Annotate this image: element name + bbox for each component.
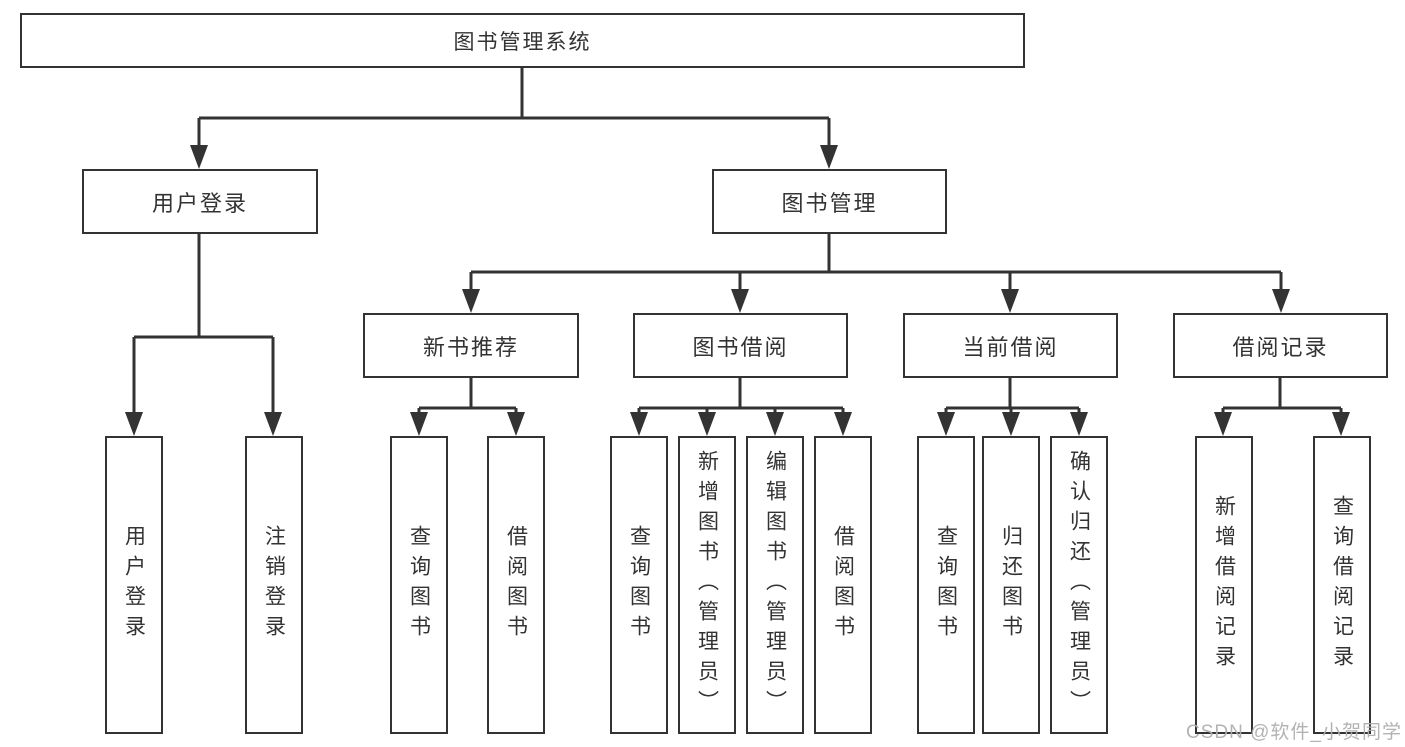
leaf-borrow-query: 查询图书 <box>610 436 668 734</box>
connector-newbook-to-children <box>417 378 518 414</box>
connector-bookmgmt-to-level3 <box>469 234 1283 292</box>
connector-borrow-to-children <box>637 378 845 414</box>
leaf-borrow-edit-admin: 编辑图书（管理员） <box>746 436 804 734</box>
leaf-logout-label: 注销登录 <box>262 525 286 645</box>
leaf-borrow-query-label: 查询图书 <box>627 525 651 645</box>
node-new-book-recommend: 新书推荐 <box>363 313 579 378</box>
leaf-current-query-label: 查询图书 <box>934 525 958 645</box>
node-current-borrow: 当前借阅 <box>903 313 1118 378</box>
leaf-newbook-query: 查询图书 <box>390 436 448 734</box>
node-book-borrow: 图书借阅 <box>633 313 848 378</box>
connector-userlogin-to-children <box>132 234 275 414</box>
leaf-borrow-edit-admin-label: 编辑图书（管理员） <box>763 450 787 720</box>
node-book-management-label: 图书管理 <box>781 190 878 216</box>
leaf-record-query: 查询借阅记录 <box>1313 436 1371 734</box>
leaf-newbook-borrow: 借阅图书 <box>487 436 545 734</box>
node-borrow-record-label: 借阅记录 <box>1232 334 1329 360</box>
leaf-logout: 注销登录 <box>245 436 303 734</box>
leaf-newbook-query-label: 查询图书 <box>407 525 431 645</box>
leaf-record-add: 新增借阅记录 <box>1195 436 1253 734</box>
node-new-book-recommend-label: 新书推荐 <box>422 334 519 360</box>
node-book-borrow-label: 图书借阅 <box>692 334 789 360</box>
connector-current-to-children <box>944 378 1081 414</box>
node-root-system-label: 图书管理系统 <box>453 30 592 54</box>
leaf-user-login-label: 用户登录 <box>122 525 146 645</box>
connector-lines <box>132 68 1343 414</box>
leaf-user-login: 用户登录 <box>105 436 163 734</box>
leaf-record-add-label: 新增借阅记录 <box>1212 495 1236 675</box>
leaf-newbook-borrow-label: 借阅图书 <box>504 525 528 645</box>
connector-record-to-children <box>1221 378 1343 414</box>
leaf-borrow-book: 借阅图书 <box>814 436 872 734</box>
leaf-borrow-book-label: 借阅图书 <box>831 525 855 645</box>
leaf-return-book: 归还图书 <box>982 436 1040 734</box>
arrowhead-down-icons <box>125 145 1350 436</box>
csdn-watermark: CSDN @软件_小贺同学 <box>1186 722 1402 743</box>
node-root-system: 图书管理系统 <box>20 13 1025 68</box>
node-borrow-record: 借阅记录 <box>1173 313 1388 378</box>
leaf-borrow-add-admin-label: 新增图书（管理员） <box>695 450 719 720</box>
leaf-return-book-label: 归还图书 <box>999 525 1023 645</box>
leaf-confirm-return-admin: 确认归还（管理员） <box>1050 436 1108 734</box>
leaf-confirm-return-admin-label: 确认归还（管理员） <box>1067 450 1091 720</box>
node-book-management: 图书管理 <box>712 169 947 234</box>
node-current-borrow-label: 当前借阅 <box>962 334 1059 360</box>
node-user-login: 用户登录 <box>82 169 318 234</box>
leaf-borrow-add-admin: 新增图书（管理员） <box>678 436 736 734</box>
node-user-login-label: 用户登录 <box>151 190 248 216</box>
leaf-current-query: 查询图书 <box>917 436 975 734</box>
leaf-record-query-label: 查询借阅记录 <box>1330 495 1354 675</box>
connector-root-to-level2 <box>197 68 831 149</box>
